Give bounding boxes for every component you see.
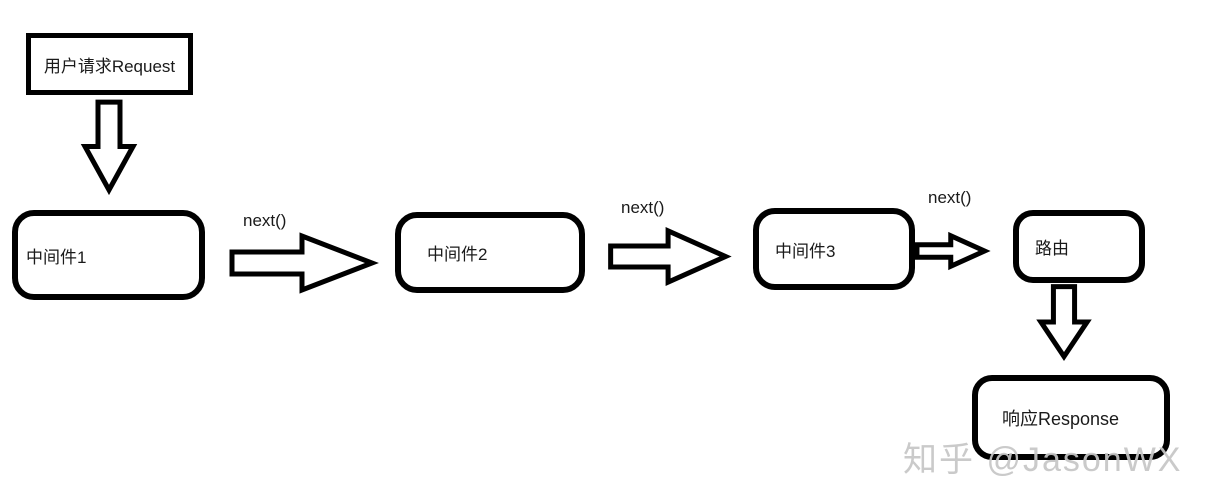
zhihu-watermark: 知乎 @JasonWX: [903, 441, 1183, 479]
down-arrow-router-to-response: [1039, 285, 1089, 359]
node-response: 响应Response: [972, 375, 1170, 460]
node-user-request: 用户请求Request: [26, 33, 193, 95]
right-arrow-middleware1-to-middleware2: [230, 233, 375, 293]
edge-label-next-1: next(): [243, 211, 287, 230]
edge-label-next-2: next(): [621, 198, 665, 217]
right-arrow-middleware3-to-router: [916, 234, 986, 268]
edge-label-next-3: next(): [928, 188, 972, 207]
node-router: 路由: [1013, 210, 1145, 283]
node-middleware-3: 中间件3: [753, 208, 915, 290]
node-middleware-2: 中间件2: [395, 212, 585, 293]
node-middleware-1: 中间件1: [12, 210, 205, 300]
down-arrow-request-to-middleware1: [83, 100, 135, 193]
right-arrow-middleware2-to-middleware3: [609, 228, 728, 285]
